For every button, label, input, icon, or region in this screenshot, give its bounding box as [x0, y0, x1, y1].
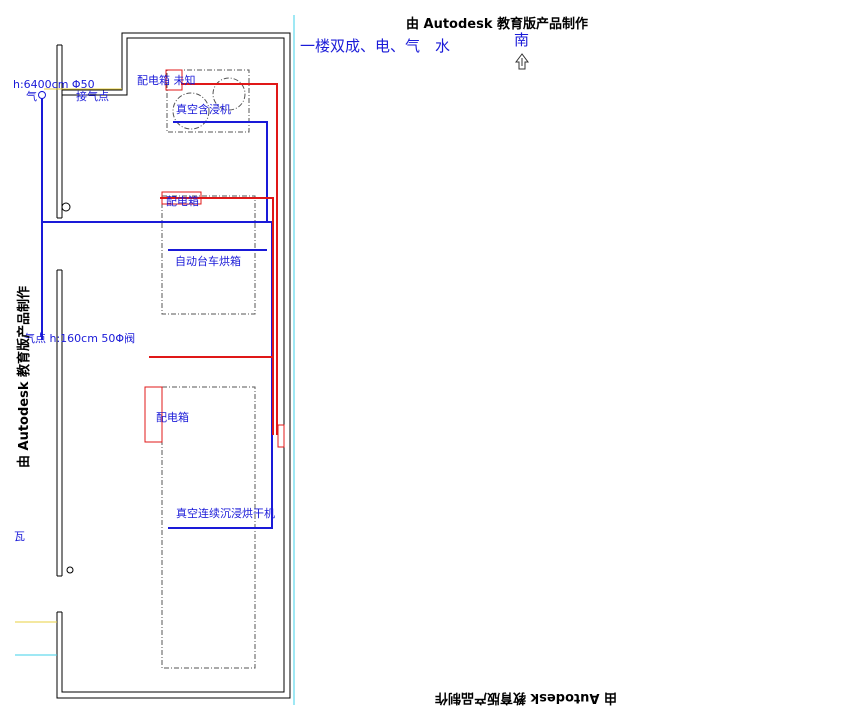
gas-char-label: 气	[26, 89, 37, 103]
power-lines	[149, 83, 278, 435]
watermark-left: 由 Autodesk 教育版产品制作	[16, 286, 32, 468]
distribution-box-2-label: 配电箱	[166, 194, 199, 208]
distribution-boxes	[144, 69, 285, 448]
tile-label: 瓦	[14, 530, 25, 543]
distribution-box-3-label: 配电箱	[156, 410, 189, 424]
water-pipes	[41, 91, 273, 529]
vacuum-impregnator-label: 真空含浸机	[176, 102, 231, 116]
distribution-box-unknown-label: 配电箱 未知	[137, 73, 196, 87]
air-point-top-label: 接气点	[76, 89, 109, 103]
watermark-bottom: 由 Autodesk 教育版产品制作	[435, 690, 617, 706]
gas-valve-icon	[38, 91, 46, 99]
building-walls	[56, 32, 291, 699]
vacuum-dryer-label: 真空连续沉浸烘干机	[176, 506, 275, 520]
north-label: 南	[514, 31, 529, 49]
equipment-outlines	[161, 69, 256, 669]
air-point-mid-label: 气点 h:160cm 50Φ阀	[24, 331, 135, 345]
north-arrow-icon	[515, 53, 529, 70]
auto-cart-oven-label: 自动台车烘箱	[175, 254, 241, 268]
watermark-top: 由 Autodesk 教育版产品制作	[406, 16, 588, 32]
gas-inlet-label: h:6400cm Φ50	[13, 78, 95, 91]
drawing-title: 一楼双成、电、气 水	[300, 37, 450, 55]
